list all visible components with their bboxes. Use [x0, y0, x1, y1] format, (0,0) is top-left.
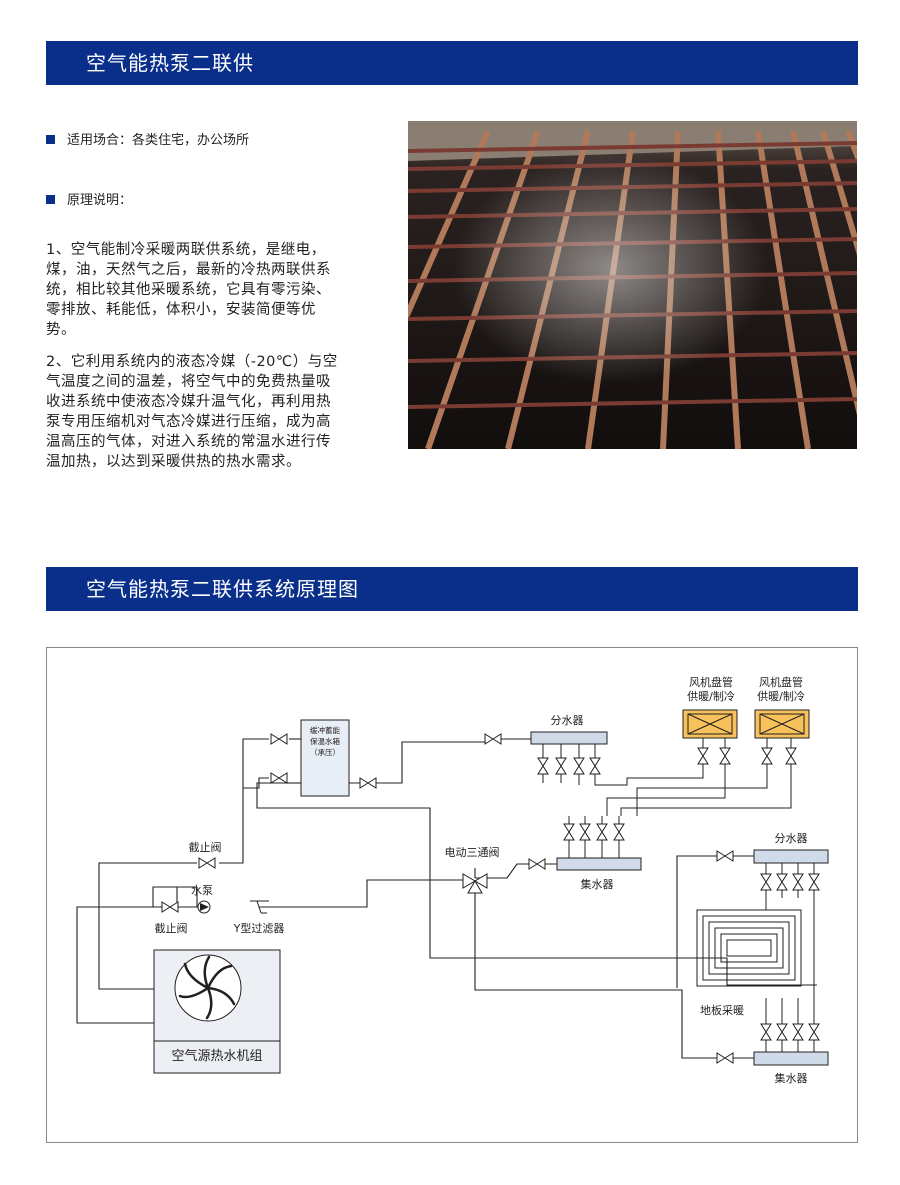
valve-icon: [579, 823, 591, 841]
floor-heating-photo: [408, 121, 857, 449]
valve-icon: [697, 747, 709, 765]
y-filter-icon: [250, 900, 269, 914]
valve-icon: [270, 772, 288, 784]
valve-icon: [808, 1023, 820, 1041]
valve-icon: [589, 757, 601, 775]
valve-icon: [596, 823, 608, 841]
unit-label: 空气源热水机组: [171, 1048, 262, 1064]
valve-icon: [537, 757, 549, 775]
right-manifold: [753, 849, 829, 864]
section-title-banner: 空气能热泵二联供: [46, 41, 858, 85]
paragraph-1: 1、空气能制冷采暖两联供系统，是继电， 煤，油，天然气之后，最新的冷热两联供系 …: [46, 242, 331, 338]
valve-icon: [573, 757, 585, 775]
stop-valve-label-2: 截止阀: [155, 921, 188, 935]
valve-icon: [198, 857, 216, 869]
tank-label: （承压）: [310, 748, 340, 757]
tank-label: 缓冲蓄能: [310, 725, 340, 735]
valve-icon: [161, 901, 179, 913]
bullet-application: 适用场合：各类住宅，办公场所: [46, 133, 249, 149]
valve-icon: [792, 1023, 804, 1041]
y-filter-label: Y型过滤器: [233, 921, 285, 935]
valve-icon: [528, 858, 546, 870]
middle-collector: [556, 857, 642, 871]
bottom-collector-label: 集水器: [775, 1071, 808, 1085]
fan-coil-label: 供暖/制冷: [687, 689, 735, 703]
pump-label: 水泵: [191, 884, 213, 897]
fan-coil-label: 风机盘管: [689, 675, 733, 689]
section-title: 空气能热泵二联供: [86, 51, 254, 75]
floor-heating-label: 地板采暖: [700, 1003, 744, 1017]
valve-icon: [760, 1023, 772, 1041]
valve-icon: [808, 873, 820, 891]
fan-blades-icon: [178, 955, 236, 1020]
section-title: 空气能热泵二联供系统原理图: [86, 577, 359, 601]
section-title-banner-2: 空气能热泵二联供系统原理图: [46, 567, 858, 611]
three-way-valve-icon: [462, 873, 488, 894]
valve-icon: [563, 823, 575, 841]
three-way-valve-label: 电动三通阀: [445, 845, 500, 859]
fan-coil-label: 风机盘管: [759, 675, 803, 689]
valve-icon: [785, 747, 797, 765]
bottom-collector: [753, 1051, 829, 1066]
valve-icon: [484, 733, 502, 745]
bullet-square-icon: [46, 135, 55, 144]
valve-icon: [719, 747, 731, 765]
fan-coil-label: 供暖/制冷: [757, 689, 805, 703]
valve-icon: [359, 777, 377, 789]
valve-icon: [776, 1023, 788, 1041]
bullet-square-icon: [46, 195, 55, 204]
valve-icon: [613, 823, 625, 841]
valve-icon: [761, 747, 773, 765]
valve-icon: [716, 1052, 734, 1064]
top-manifold: [530, 731, 608, 745]
valve-icon: [555, 757, 567, 775]
system-schematic: 缓冲蓄能 保温水箱 （承压） 分水器 风机盘管 供暖/制冷 风机盘管 供暖/制冷: [46, 647, 858, 1143]
tank-label: 保温水箱: [310, 736, 340, 746]
middle-collector-label: 集水器: [581, 877, 614, 891]
valve-icon: [270, 733, 288, 745]
bullet-principle: 原理说明：: [46, 193, 132, 209]
valve-icon: [792, 873, 804, 891]
valve-icon: [760, 873, 772, 891]
valve-icon: [716, 850, 734, 862]
right-manifold-label: 分水器: [775, 832, 808, 845]
valve-icon: [776, 873, 788, 891]
paragraph-2: 2、它利用系统内的液态冷媒（-20℃）与空 气温度之间的温差，将空气中的免费热量…: [46, 354, 338, 470]
stop-valve-label: 截止阀: [189, 840, 222, 854]
top-manifold-label: 分水器: [551, 714, 584, 727]
